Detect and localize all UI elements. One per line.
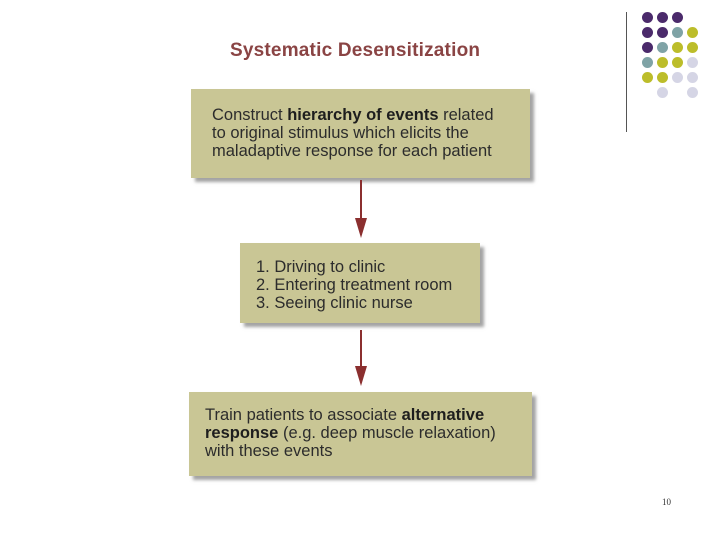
emphasis-alternative: alternative — [401, 406, 485, 424]
decorative-dot — [672, 57, 683, 68]
step1-line-1: Construct hierarchy of events related — [212, 106, 494, 124]
slide-title: Systematic Desensitization — [230, 40, 481, 61]
decorative-dot — [672, 72, 683, 83]
decorative-dot — [687, 87, 698, 98]
decorative-divider-line — [626, 12, 627, 132]
decorative-dot — [642, 42, 653, 53]
decorative-dot — [642, 12, 653, 23]
decorative-dot — [672, 27, 683, 38]
decorative-dot — [687, 27, 698, 38]
decorative-dot — [657, 27, 668, 38]
arrow-down-icon — [355, 330, 367, 386]
decorative-dot — [657, 42, 668, 53]
hierarchy-item: 2. Entering treatment room — [256, 276, 453, 294]
page-number: 10 — [662, 497, 671, 507]
decorative-dot — [672, 12, 683, 23]
decorative-dot — [657, 12, 668, 23]
decorative-dot — [672, 42, 683, 53]
arrow-down-icon — [355, 180, 367, 238]
hierarchy-item: 3. Seeing clinic nurse — [256, 294, 413, 312]
decorative-dot — [687, 57, 698, 68]
step3-line-1: Train patients to associate alternative — [205, 406, 485, 424]
decorative-dot — [657, 87, 668, 98]
step1-line-3: maladaptive response for each patient — [212, 142, 492, 160]
step-hierarchy-box: Construct hierarchy of events related to… — [191, 89, 530, 178]
step3-line-3: with these events — [205, 442, 333, 460]
step-alternative-response-box: Train patients to associate alternative … — [189, 392, 532, 476]
decorative-dot — [642, 27, 653, 38]
decorative-dot — [687, 72, 698, 83]
emphasis-response: response — [205, 424, 279, 442]
emphasis-hierarchy: hierarchy of events — [287, 106, 439, 124]
decorative-dot — [642, 72, 653, 83]
decorative-dot — [657, 72, 668, 83]
step3-line-2: response (e.g. deep muscle relaxation) — [205, 424, 496, 442]
decorative-dot — [642, 57, 653, 68]
hierarchy-item: 1. Driving to clinic — [256, 258, 386, 276]
decorative-dot — [657, 57, 668, 68]
step1-line-2: to original stimulus which elicits the — [212, 124, 469, 142]
decorative-dot — [687, 42, 698, 53]
hierarchy-examples-box: 1. Driving to clinic 2. Entering treatme… — [240, 243, 480, 323]
